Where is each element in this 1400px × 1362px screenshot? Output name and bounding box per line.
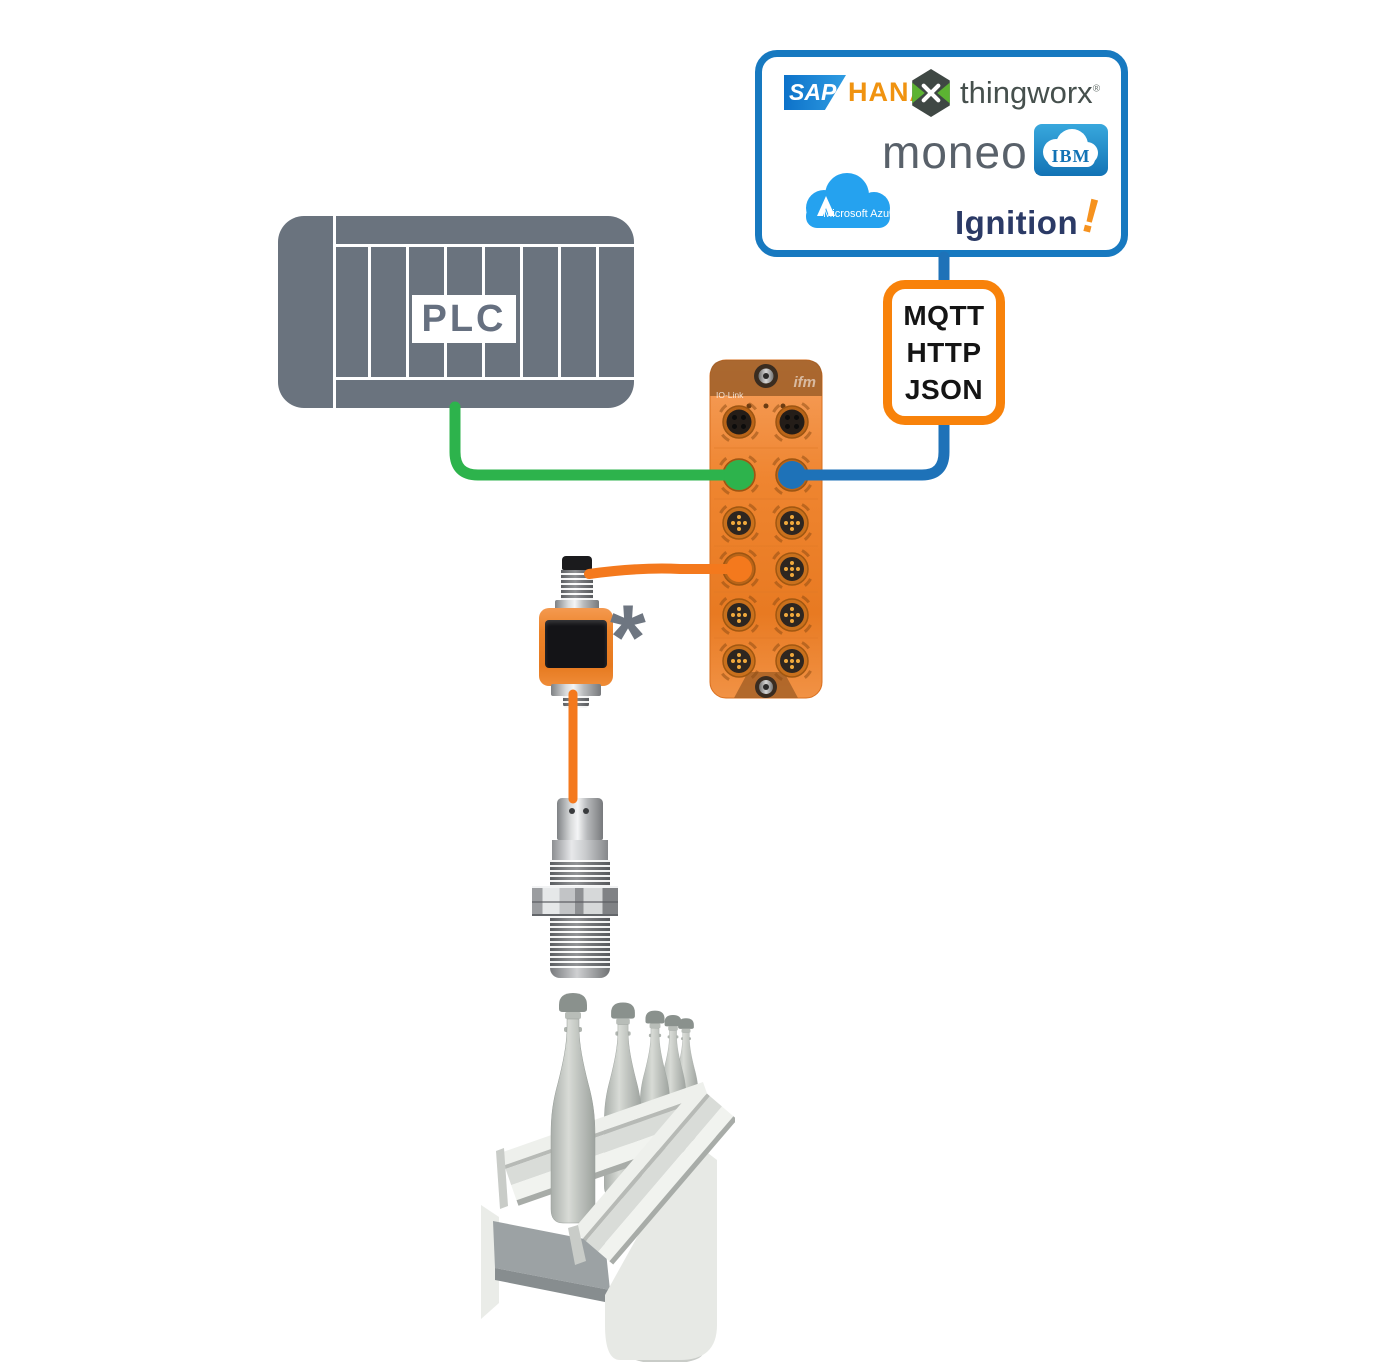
conveyor-right-panel — [605, 1140, 717, 1360]
converter-collar — [555, 600, 599, 610]
plc-device: PLC — [278, 216, 634, 408]
sensor-thread-lower — [550, 916, 610, 968]
sensor-face — [550, 968, 610, 978]
green-connection-line-plc — [449, 401, 743, 481]
ibm-cloud-icon: IBM — [1043, 129, 1098, 167]
guide-rail-right — [568, 1085, 735, 1265]
converter-display — [545, 620, 607, 668]
sensor-label-band — [552, 840, 608, 860]
sensor-hex-nut-edge — [532, 901, 618, 903]
azure-logo: Microsoft Azure — [795, 168, 902, 235]
master-io-link-label: IO-Link — [716, 390, 744, 400]
converter-body — [539, 608, 613, 686]
bottles-conveyor — [481, 992, 735, 1362]
ifm-brand-logo: ifm — [794, 374, 817, 391]
sensor-connector-pin — [583, 808, 589, 814]
io-link-converter — [538, 556, 638, 708]
master-mounting-hole-bottom — [755, 676, 777, 698]
sensor-connector — [557, 798, 603, 840]
sensor-thread-upper — [550, 860, 610, 886]
azure-cloud-icon: Microsoft Azure — [806, 173, 899, 228]
sap-text: SAP — [789, 79, 837, 105]
protocol-http: HTTP — [906, 337, 982, 368]
moneo-logo: moneo — [882, 125, 1043, 179]
protocol-json: JSON — [904, 374, 984, 405]
azure-text: Microsoft Azure — [823, 208, 899, 220]
thingworx-registered-mark: ® — [1092, 83, 1101, 95]
moneo-text: moneo — [882, 126, 1028, 178]
thingworx-logo: thingworx® — [910, 69, 1100, 117]
thingworx-icon — [912, 69, 950, 117]
converter-bottom-collar — [551, 684, 601, 696]
thingworx-text: thingworx® — [960, 75, 1101, 110]
protocol-mqtt: MQTT — [903, 300, 985, 331]
cloud-platforms-box: SAP HANA thingworx® moneo IBM — [755, 50, 1128, 257]
ignition-exclamation: ! — [1076, 189, 1105, 245]
io-link-master: ifm IO-Link — [709, 359, 823, 699]
converter-top-thread — [561, 568, 593, 602]
sap-icon: SAP — [784, 75, 846, 110]
inductive-sensor — [532, 796, 618, 982]
sap-hana-logo: SAP HANA — [784, 75, 930, 110]
protocol-box: MQTT HTTP JSON — [883, 280, 1005, 425]
converter-bottom-thread — [563, 696, 589, 708]
master-mounting-hole-top — [754, 364, 778, 388]
sensor-connector-pin — [569, 808, 575, 814]
plc-label: PLC — [412, 295, 516, 343]
ignition-logo: Ignition ! — [955, 189, 1105, 250]
converter-connector-cap — [562, 556, 592, 570]
azure-a-glyph — [817, 196, 835, 216]
bottle-front — [550, 992, 596, 1224]
ibm-text: IBM — [1052, 146, 1091, 166]
conveyor-deck-edge — [495, 1268, 610, 1303]
ibm-cloud-logo: IBM — [1034, 124, 1108, 176]
sensor-hex-nut — [532, 886, 618, 916]
ignition-text: Ignition — [955, 203, 1079, 241]
asterisk-note: * — [610, 587, 646, 689]
